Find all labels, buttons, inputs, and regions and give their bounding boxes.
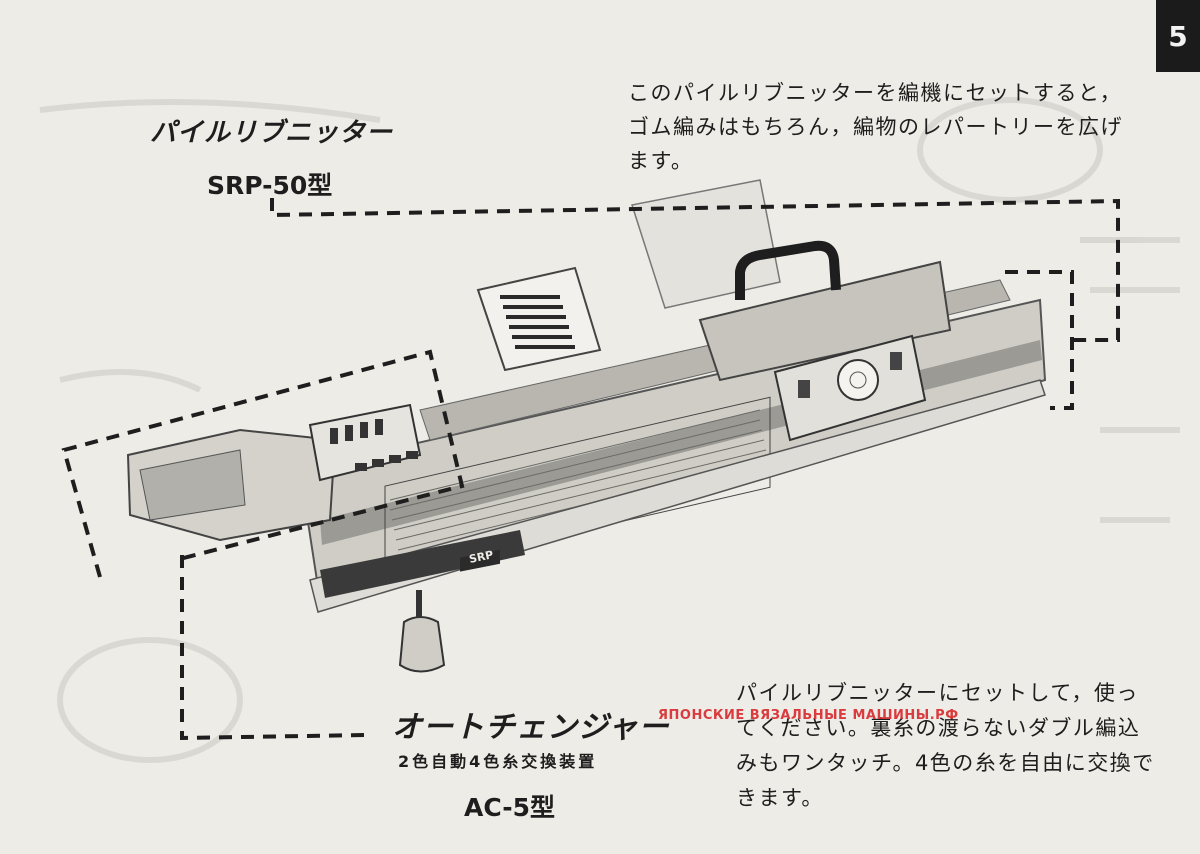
pile-rib-knitter-model: SRP-50型 xyxy=(207,171,333,200)
callout-box-changer xyxy=(61,349,465,578)
auto-changer-title: オートチェンジャー xyxy=(392,710,670,745)
pile-rib-knitter-title: パイルリブニッター xyxy=(150,118,394,148)
site-watermark: ЯПОНСКИЕ ВЯЗАЛЬНЫЕ МАШИНЫ.РФ xyxy=(658,708,959,723)
auto-changer-model: AC-5型 xyxy=(464,793,556,822)
page-number: 5 xyxy=(1156,0,1200,72)
knitting-machine xyxy=(126,179,1047,673)
pile-rib-knitter-description: このパイルリブニッターを編機にセットすると，ゴム編みはもちろん，編物のレパートリ… xyxy=(628,81,1123,173)
callout-lines xyxy=(61,198,1120,741)
machine-label: SRP xyxy=(468,548,495,566)
callout-line-srp xyxy=(270,198,1120,342)
auto-changer-description: パイルリブニッターにセットして，使ってください。裏糸の渡らないダブル編込みもワン… xyxy=(736,681,1155,810)
auto-changer-subtitle: 2色自動4色糸交換装置 xyxy=(398,752,598,771)
callout-line-ac xyxy=(180,555,366,741)
